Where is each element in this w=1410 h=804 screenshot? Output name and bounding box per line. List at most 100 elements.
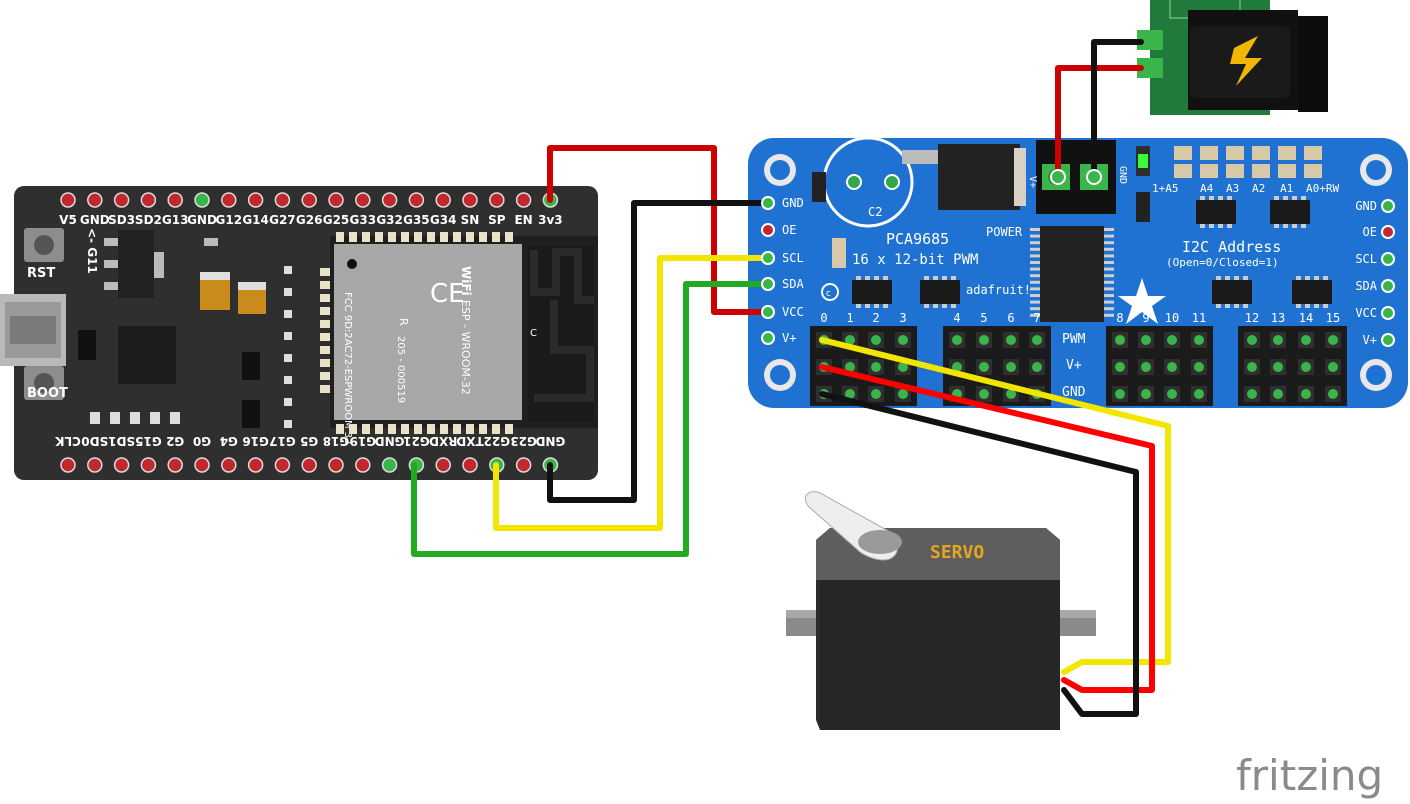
esp-pin-g2[interactable] <box>167 457 183 473</box>
pca-channel-1-pin[interactable] <box>845 362 855 372</box>
address-jumper-pad[interactable] <box>1278 164 1296 178</box>
esp-pin-g35[interactable] <box>408 192 425 208</box>
address-jumper-pad[interactable] <box>1200 146 1218 160</box>
esp-pin-clk[interactable] <box>60 457 76 473</box>
pca-channel-1-pin[interactable] <box>845 389 855 399</box>
pca-right-pin-vcc[interactable] <box>1381 306 1395 320</box>
esp-pin-gnd[interactable] <box>87 192 103 208</box>
esp-pin-g32[interactable] <box>381 192 398 208</box>
address-jumper-pad[interactable] <box>1304 146 1322 160</box>
module-pad <box>401 232 409 242</box>
pca-channel-5-pin[interactable] <box>979 362 989 372</box>
esp-pin-g15[interactable] <box>140 457 157 473</box>
pca-channel-3-pin[interactable] <box>898 362 908 372</box>
pca-right-pin-vplus[interactable] <box>1381 333 1395 347</box>
pca-channel-14-pin[interactable] <box>1301 389 1311 399</box>
address-jumper-pad[interactable] <box>1200 164 1218 178</box>
pca-channel-8-pin[interactable] <box>1115 389 1125 399</box>
address-jumper-pad[interactable] <box>1174 164 1192 178</box>
esp-pin-gnd[interactable] <box>381 457 398 473</box>
pca-channel-13-pin[interactable] <box>1273 389 1283 399</box>
esp-pin-g14[interactable] <box>247 192 264 208</box>
pca-channel-10-pin[interactable] <box>1167 389 1177 399</box>
esp-pin-g33[interactable] <box>355 192 371 208</box>
pca-channel-9-pin[interactable] <box>1141 362 1151 372</box>
pca-channel-6-pin[interactable] <box>1006 362 1016 372</box>
esp-pin-v5[interactable] <box>60 192 76 208</box>
esp-pin-g16[interactable] <box>247 457 264 473</box>
pca-left-pin-oe[interactable] <box>761 223 775 237</box>
pca-left-pin-vplus[interactable] <box>761 331 775 345</box>
pca-channel-12-pin[interactable] <box>1247 389 1257 399</box>
esp-pin-txd[interactable] <box>462 457 478 473</box>
esp-pin-gnd[interactable] <box>194 192 210 208</box>
address-jumper-pad[interactable] <box>1174 146 1192 160</box>
address-jumper-pad[interactable] <box>1252 146 1270 160</box>
address-jumper-pad[interactable] <box>1252 164 1270 178</box>
esp-pin-g5[interactable] <box>301 457 317 473</box>
address-jumper-pad[interactable] <box>1226 146 1244 160</box>
pca-channel-7-pin[interactable] <box>1032 362 1042 372</box>
esp-pin-sp[interactable] <box>489 192 505 208</box>
pca-channel-5-pin[interactable] <box>979 389 989 399</box>
pca-right-pin-oe[interactable] <box>1381 225 1395 239</box>
esp-pin-g34[interactable] <box>435 192 451 208</box>
pca-channel-11-pin[interactable] <box>1194 335 1204 345</box>
pca-channel-2-pin[interactable] <box>871 335 881 345</box>
pca-channel-4-pin[interactable] <box>952 335 962 345</box>
pca-channel-12-pin[interactable] <box>1247 335 1257 345</box>
pca-channel-10-pin[interactable] <box>1167 335 1177 345</box>
esp-pin-g0[interactable] <box>194 457 210 473</box>
esp-pin-rxd[interactable] <box>435 457 451 473</box>
pca-channel-9-pin[interactable] <box>1141 335 1151 345</box>
pca-channel-7-pin[interactable] <box>1032 335 1042 345</box>
pca-channel-15-pin[interactable] <box>1328 335 1338 345</box>
esp-pin-g27[interactable] <box>274 192 291 208</box>
pca-channel-13-pin[interactable] <box>1273 362 1283 372</box>
esp-pin-g23[interactable] <box>515 457 532 473</box>
pca-right-pin-sda[interactable] <box>1381 279 1395 293</box>
pca-channel-15-pin[interactable] <box>1328 389 1338 399</box>
pca-channel-5-pin[interactable] <box>979 335 989 345</box>
esp-pin-sd2[interactable] <box>140 192 157 208</box>
pca-channel-11-pin[interactable] <box>1194 362 1204 372</box>
channel-label: 3 <box>899 311 906 325</box>
pca-channel-2-pin[interactable] <box>871 389 881 399</box>
pca-channel-3-pin[interactable] <box>898 389 908 399</box>
address-jumper-pad[interactable] <box>1278 146 1296 160</box>
esp-pin-sd0[interactable] <box>87 457 103 473</box>
pca-channel-9-pin[interactable] <box>1141 389 1151 399</box>
pca-channel-8-pin[interactable] <box>1115 335 1125 345</box>
pca-channel-14-pin[interactable] <box>1301 335 1311 345</box>
esp-pin-sn[interactable] <box>462 192 478 208</box>
esp-pin-g13[interactable] <box>167 192 183 208</box>
esp-pin-sd1[interactable] <box>113 457 130 473</box>
pca-channel-8-pin[interactable] <box>1115 362 1125 372</box>
pca-channel-15-pin[interactable] <box>1328 362 1338 372</box>
pca-channel-10-pin[interactable] <box>1167 362 1177 372</box>
address-jumper-pad[interactable] <box>1304 164 1322 178</box>
pca-channel-11-pin[interactable] <box>1194 389 1204 399</box>
esp-pin-sd3[interactable] <box>113 192 130 208</box>
esp-pin-g25[interactable] <box>328 192 344 208</box>
pca-channel-1-pin[interactable] <box>845 335 855 345</box>
esp-pin-en[interactable] <box>515 192 532 208</box>
pca-right-pin-gnd[interactable] <box>1381 199 1395 213</box>
pca-channel-14-pin[interactable] <box>1301 362 1311 372</box>
pca-channel-13-pin[interactable] <box>1273 335 1283 345</box>
chip-pin <box>942 304 947 308</box>
pca-channel-4-pin[interactable] <box>952 362 962 372</box>
esp-pin-g12[interactable] <box>221 192 237 208</box>
esp-pin-g4[interactable] <box>221 457 237 473</box>
pca-channel-3-pin[interactable] <box>898 335 908 345</box>
address-jumper-pad[interactable] <box>1226 164 1244 178</box>
esp-pin-g19[interactable] <box>355 457 371 473</box>
pca-channel-6-pin[interactable] <box>1006 389 1016 399</box>
esp-pin-g26[interactable] <box>301 192 317 208</box>
pca-channel-6-pin[interactable] <box>1006 335 1016 345</box>
pca-channel-12-pin[interactable] <box>1247 362 1257 372</box>
esp-pin-g17[interactable] <box>274 457 291 473</box>
pca-right-pin-scl[interactable] <box>1381 252 1395 266</box>
pca-channel-2-pin[interactable] <box>871 362 881 372</box>
esp-pin-g18[interactable] <box>328 457 344 473</box>
